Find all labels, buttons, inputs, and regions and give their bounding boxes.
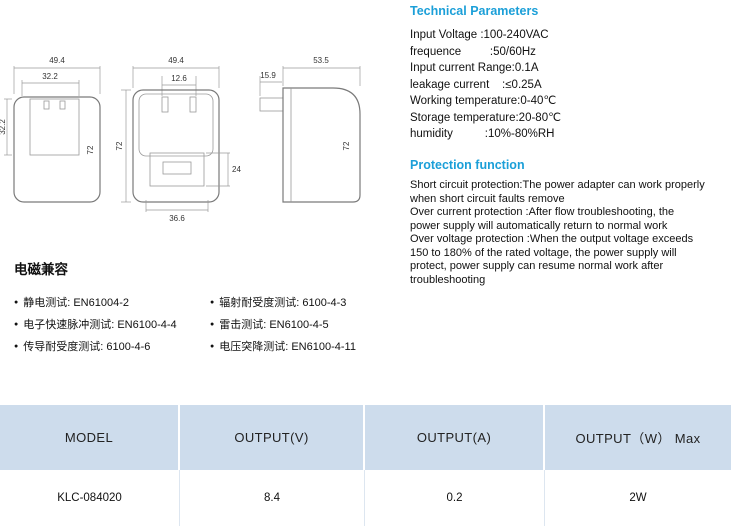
adapter-front-outline — [132, 89, 220, 203]
emc-right-list: 辐射耐受度测试: 6100-4-3 雷击测试: EN6100-4-5 电压突降测… — [210, 292, 356, 358]
dim-lines — [206, 152, 230, 187]
table-row: KLC-084020 8.4 0.2 2W — [0, 470, 731, 526]
dim-front-upper-height: 32.2 — [0, 119, 7, 135]
plug-view-drawing: 49.4 12.6 24 36.6 — [115, 56, 241, 223]
usb-recess — [149, 152, 205, 187]
dim-lines — [282, 66, 361, 86]
usb-port — [162, 161, 192, 175]
protection-function-section: Protection function Short circuit protec… — [410, 158, 706, 287]
technical-drawings: 49.4 32.2 32.2 72 49.4 — [0, 56, 361, 223]
dim-lines — [4, 98, 12, 156]
dim-front-width: 49.4 — [49, 56, 65, 65]
param-leakage-current: leakage current :≤0.25A — [410, 78, 542, 91]
pin-left — [43, 100, 50, 110]
adapter-side-outline — [282, 87, 361, 203]
param-humidity: humidity :10%-80%RH — [410, 128, 555, 140]
emc-test-fast-transient: 电子快速脉冲测试: EN6100-4-4 — [14, 314, 210, 336]
emc-test-conducted-immunity: 传导耐受度测试: 6100-4-6 — [14, 336, 210, 358]
protection-short-circuit: Short circuit protection:The power adapt… — [410, 179, 705, 205]
dim-lines — [145, 200, 209, 212]
table-header-output-w: OUTPUT（W） Max — [575, 431, 701, 446]
emc-columns: 静电测试: EN61004-2 电子快速脉冲测试: EN6100-4-4 传导耐… — [14, 292, 400, 358]
prong-left — [161, 96, 169, 113]
dim-lines — [21, 80, 80, 96]
table-cell-output-v: 8.4 — [180, 470, 365, 526]
protection-over-voltage: Over voltage protection :When the output… — [410, 233, 694, 286]
dim-blade-depth: 15.9 — [260, 71, 276, 80]
param-storage-temp: Storage temperature:20-80℃ — [410, 111, 561, 124]
dim-lines — [132, 66, 220, 88]
adapter-back-outline — [13, 96, 101, 203]
tech-params-title: Technical Parameters — [410, 4, 539, 18]
emc-title: 电磁兼容 — [14, 262, 68, 277]
prong-right — [189, 96, 197, 113]
output-spec-table: MODEL OUTPUT(V) OUTPUT(A) OUTPUT（W） Max … — [0, 405, 731, 526]
emc-test-radiated-immunity: 辐射耐受度测试: 6100-4-3 — [210, 292, 356, 314]
emc-section: 电磁兼容 静电测试: EN61004-2 电子快速脉冲测试: EN6100-4-… — [14, 258, 400, 358]
protection-title: Protection function — [410, 158, 525, 172]
table-cell-output-a: 0.2 — [365, 470, 545, 526]
protection-over-current: Over current protection :After flow trou… — [410, 206, 675, 232]
dim-plug-height: 72 — [115, 141, 124, 150]
emc-test-electrostatic: 静电测试: EN61004-2 — [14, 292, 210, 314]
dim-front-inner-width: 32.2 — [42, 72, 58, 81]
dim-pin-gap: 12.6 — [171, 74, 187, 83]
dim-plug-width: 49.4 — [168, 56, 184, 65]
emc-test-voltage-dip: 电压突降测试: EN6100-4-11 — [210, 336, 356, 358]
dim-side-height: 72 — [342, 141, 351, 150]
param-working-temp: Working temperature:0-40℃ — [410, 95, 557, 107]
param-frequence: frequence :50/60Hz — [410, 45, 536, 58]
emc-left-list: 静电测试: EN61004-2 电子快速脉冲测试: EN6100-4-4 传导耐… — [14, 292, 210, 358]
dim-side-depth: 53.5 — [313, 56, 329, 65]
param-input-voltage: Input Voltage :100-240VAC — [410, 29, 549, 41]
dim-lines — [121, 89, 131, 203]
dim-lines — [13, 66, 101, 94]
fold-plate — [29, 98, 80, 156]
table-header-output-a: OUTPUT(A) — [365, 405, 545, 470]
emc-test-surge: 雷击测试: EN6100-4-5 — [210, 314, 356, 336]
dim-bottom-width: 36.6 — [169, 214, 185, 223]
table-header-output-v: OUTPUT(V) — [180, 405, 365, 470]
table-header-row: MODEL OUTPUT(V) OUTPUT(A) OUTPUT（W） Max — [0, 405, 731, 470]
dim-lines — [259, 76, 282, 96]
dim-lines — [161, 76, 197, 96]
pin-right — [59, 100, 66, 110]
table-cell-output-w: 2W — [629, 492, 647, 504]
table-cell-model: KLC-084020 — [0, 470, 180, 526]
plug-blade-side — [259, 97, 284, 112]
param-input-current: Input current Range:0.1A — [410, 62, 539, 74]
dim-port-height: 24 — [232, 165, 241, 174]
front-view-drawing: 49.4 32.2 32.2 72 — [0, 56, 101, 203]
table-header-model: MODEL — [0, 405, 180, 470]
dim-front-height: 72 — [86, 145, 95, 154]
side-view-drawing: 53.5 15.9 72 — [259, 56, 361, 203]
face-plate — [138, 93, 214, 157]
technical-parameters-section: Technical Parameters Input Voltage :100-… — [410, 4, 710, 143]
